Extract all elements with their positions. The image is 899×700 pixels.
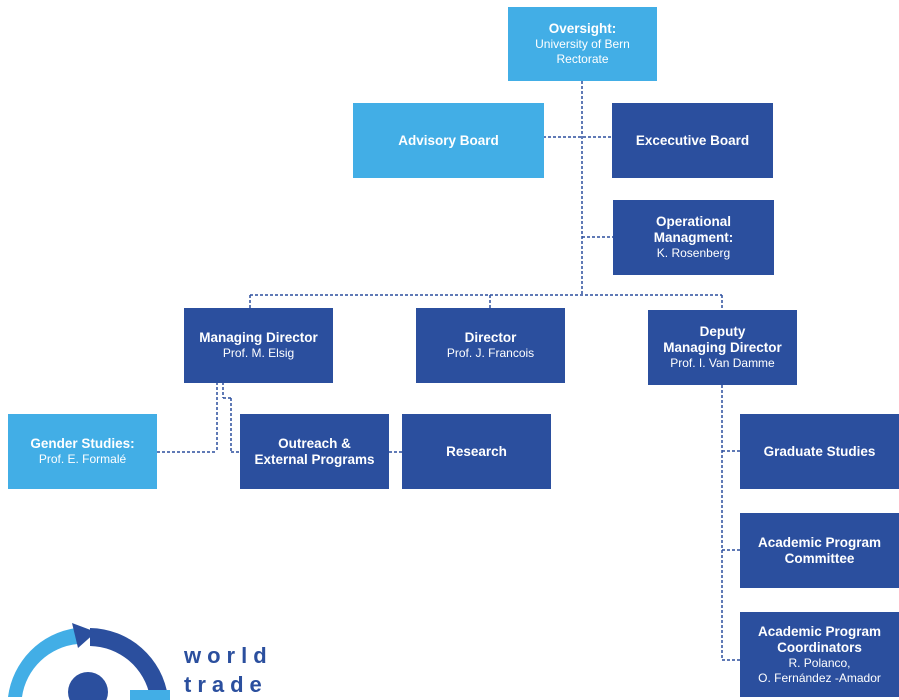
managing-director-title: Managing Director	[199, 330, 318, 345]
advisory-board-title: Advisory Board	[398, 132, 499, 148]
executive-board-title: Excecutive Board	[635, 132, 750, 148]
graduate-studies-title: Graduate Studies	[763, 443, 876, 459]
academic-coordinators-box: Academic Program Coordinators R. Polanco…	[740, 612, 899, 697]
committee-title-2: Committee	[784, 550, 855, 566]
gender-studies-box: Gender Studies: Prof. E. Formalé	[8, 414, 157, 489]
academic-committee-box: Academic Program Committee	[740, 513, 899, 588]
operational-title-1: Operational	[655, 214, 731, 229]
director-title: Director	[464, 330, 517, 345]
deputy-title-1: Deputy	[699, 324, 746, 339]
graduate-studies-box: Graduate Studies	[740, 414, 899, 489]
oversight-title: Oversight:	[548, 21, 617, 36]
director-box: Director Prof. J. Francois	[416, 308, 565, 383]
operational-title-2: Managment:	[653, 230, 734, 245]
operational-management-box: Operational Managment: K. Rosenberg	[613, 200, 774, 275]
gender-studies-name: Prof. E. Formalé	[38, 452, 127, 466]
executive-board-box: Excecutive Board	[612, 103, 773, 178]
coordinators-name-2: O. Fernández -Amador	[758, 670, 881, 685]
deputy-managing-director-box: Deputy Managing Director Prof. I. Van Da…	[648, 310, 797, 385]
director-name: Prof. J. Francois	[446, 346, 535, 360]
wti-logo-icon	[8, 623, 170, 700]
gender-studies-title: Gender Studies:	[30, 436, 135, 451]
oversight-line-1: University of Bern	[535, 37, 630, 51]
coordinators-name-1: R. Polanco,	[788, 655, 851, 670]
deputy-name: Prof. I. Van Damme	[670, 356, 775, 370]
operational-name: K. Rosenberg	[656, 246, 731, 260]
oversight-box: Oversight: University of Bern Rectorate	[508, 7, 657, 81]
coordinators-title-2: Coordinators	[777, 639, 862, 655]
advisory-board-box: Advisory Board	[353, 103, 544, 178]
research-title: Research	[446, 443, 507, 459]
outreach-title-1: Outreach &	[278, 435, 351, 451]
logo-text-world: world	[184, 643, 273, 668]
logo-text-trade: trade	[184, 672, 268, 697]
deputy-title-2: Managing Director	[663, 340, 782, 355]
outreach-box: Outreach & External Programs	[240, 414, 389, 489]
committee-title-1: Academic Program	[757, 534, 882, 550]
coordinators-title-1: Academic Program	[757, 623, 882, 639]
research-box: Research	[402, 414, 551, 489]
outreach-title-2: External Programs	[254, 451, 375, 467]
managing-director-box: Managing Director Prof. M. Elsig	[184, 308, 333, 383]
managing-director-name: Prof. M. Elsig	[222, 346, 295, 360]
oversight-line-2: Rectorate	[556, 52, 609, 66]
